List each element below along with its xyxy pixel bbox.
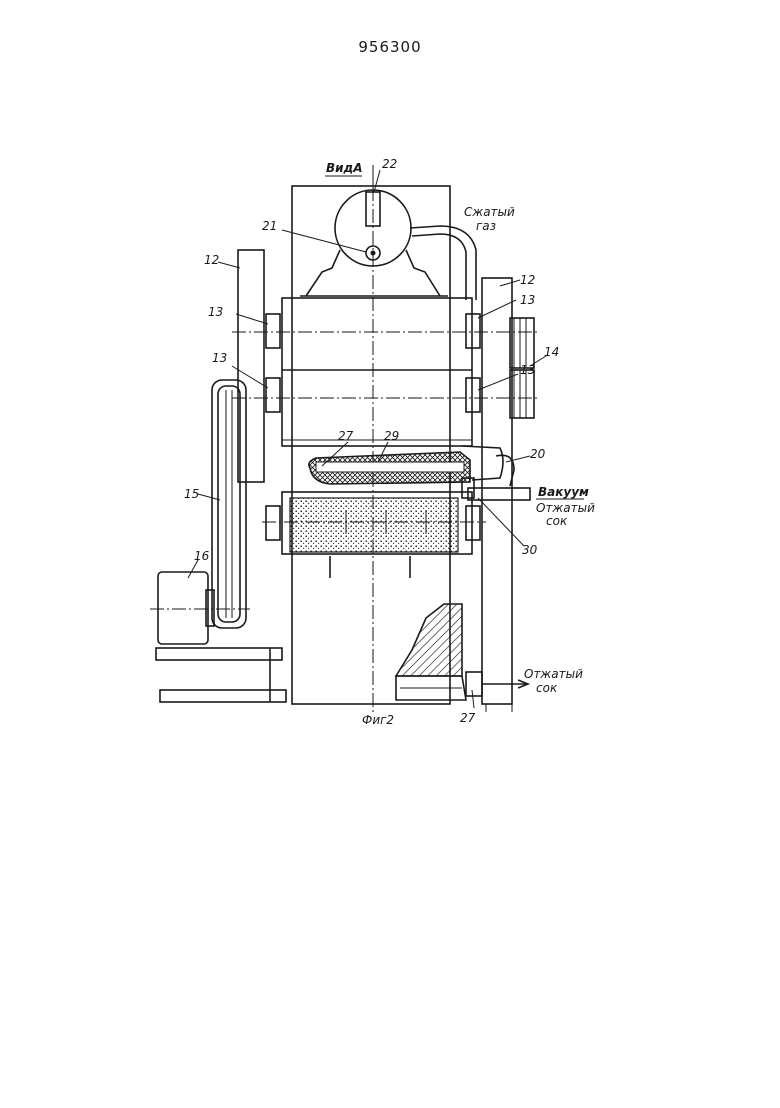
callout-12-right: 12 — [520, 273, 535, 287]
callout-16: 16 — [194, 549, 210, 563]
figure-caption: Фиг2 — [362, 713, 394, 727]
compressed-gas-label-line2: газ — [476, 219, 496, 233]
callout-numbers: 22 21 12 12 13 13 13 13 14 27 29 20 15 1… — [184, 157, 559, 725]
right-pulleys — [509, 317, 535, 419]
juice-bottom-label-line1: Отжатый — [524, 667, 583, 681]
main-frame — [281, 185, 473, 705]
juice-top-label-line2: сок — [546, 514, 568, 528]
left-drive — [150, 249, 287, 703]
callout-13-b: 13 — [212, 351, 227, 365]
callout-13-a: 13 — [208, 305, 223, 319]
view-label: ВидА — [326, 161, 363, 175]
callout-30: 30 — [522, 543, 538, 557]
callout-13-c: 13 — [520, 293, 535, 307]
juice-outlet — [394, 603, 526, 701]
compressed-gas-label-line1: Сжатый — [464, 205, 515, 219]
callout-21: 21 — [262, 219, 277, 233]
juice-top-label-line1: Отжатый — [536, 501, 595, 515]
nozzle-assembly — [308, 445, 531, 501]
view-label-group: ВидА — [325, 161, 363, 177]
shaft-bearings — [232, 313, 540, 541]
flow-annotations: Сжатый газ Вакуум Отжатый сок Отжатый со… — [464, 205, 595, 695]
callout-12-left: 12 — [204, 253, 219, 267]
callout-27-top: 27 — [338, 429, 354, 443]
patent-number: 956300 — [358, 38, 421, 56]
callout-13-d: 13 — [520, 363, 535, 377]
leader-lines — [187, 169, 547, 709]
callout-27-bottom: 27 — [460, 711, 476, 725]
callout-15: 15 — [184, 487, 199, 501]
top-drum-assembly — [300, 178, 477, 300]
juice-bottom-label-line2: сок — [536, 681, 558, 695]
callout-14: 14 — [544, 345, 559, 359]
callout-29: 29 — [384, 429, 399, 443]
vacuum-label: Вакуум — [538, 485, 589, 499]
callout-20: 20 — [530, 447, 546, 461]
callout-22: 22 — [382, 157, 397, 171]
right-column — [481, 277, 513, 712]
